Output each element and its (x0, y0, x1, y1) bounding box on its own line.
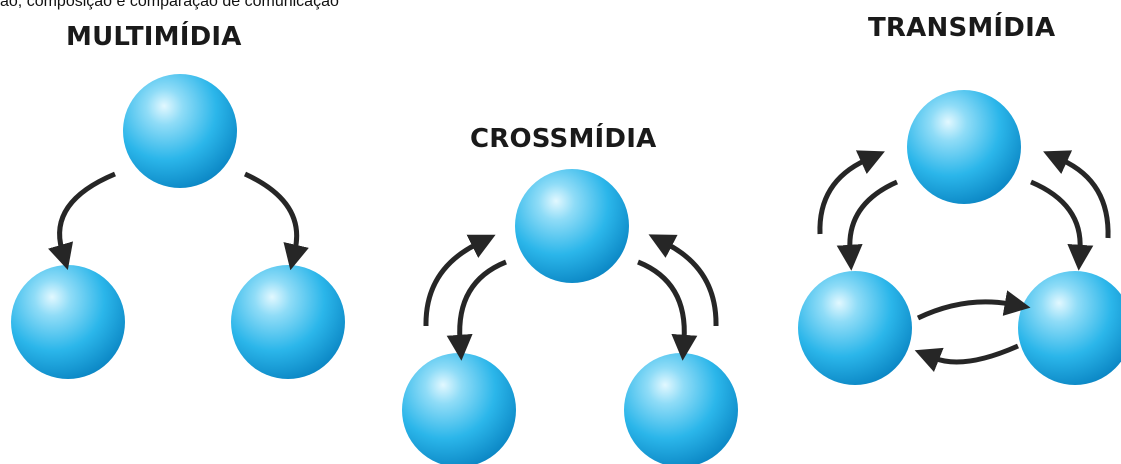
sphere-transmidia-top (907, 90, 1021, 204)
sphere-crossmidia-top (515, 169, 629, 283)
multimidia-title: MULTIMÍDIA (66, 22, 242, 52)
multimidia-panel (11, 74, 345, 379)
arrow-transmidia-right-to-left (914, 343, 1020, 373)
arrow-crossmidia-left-down (446, 259, 507, 361)
arrow-transmidia-left-down (836, 179, 899, 271)
arrow-transmidia-right-down (1030, 179, 1094, 271)
sphere-crossmidia-left (402, 353, 516, 464)
cropped-caption-text: ão, composição e comparação de comunicaç… (0, 0, 339, 10)
arrow-transmidia-left-up (817, 150, 885, 235)
transmidia-panel (798, 90, 1121, 385)
sphere-multimidia-right (231, 265, 345, 379)
arrow-crossmidia-left-up (423, 234, 496, 327)
sphere-multimidia-left (11, 265, 125, 379)
crossmidia-panel (402, 169, 738, 464)
arrow-transmidia-left-to-right (916, 290, 1031, 321)
sphere-multimidia-top (123, 74, 237, 188)
crossmidia-title: CROSSMÍDIA (470, 124, 657, 154)
arrow-crossmidia-right-down (637, 259, 698, 361)
arrow-crossmidia-right-up (648, 234, 719, 327)
sphere-transmidia-right (1018, 271, 1121, 385)
sphere-transmidia-left (798, 271, 912, 385)
arrow-multimidia-to-right (243, 171, 309, 271)
transmidia-title: TRANSMÍDIA (868, 13, 1056, 43)
arrow-multimidia-to-left (48, 171, 116, 270)
arrow-transmidia-right-up (1043, 150, 1111, 239)
sphere-crossmidia-right (624, 353, 738, 464)
